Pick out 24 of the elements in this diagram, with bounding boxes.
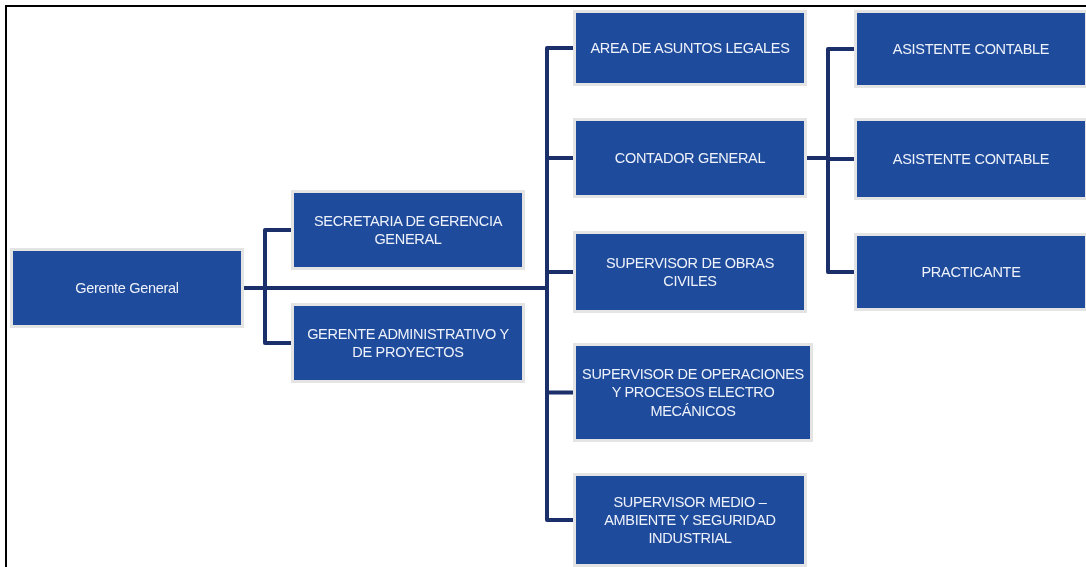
position-title: SUPERVISOR DE OBRAS CIVILES: [604, 253, 776, 291]
connector-line: [807, 156, 854, 274]
position-title: AREA DE ASUNTOS LEGALES: [590, 38, 790, 58]
position-title: Gerente General: [75, 278, 179, 298]
position-box: [854, 118, 1086, 200]
position-box: [573, 10, 807, 86]
position-box: [573, 343, 813, 442]
position-box: [573, 118, 807, 198]
position-title: CONTADOR GENERAL: [614, 148, 766, 168]
position-title: GERENTE ADMINISTRATIVO Y DE PROYECTOS: [306, 324, 510, 362]
position-title: SECRETARIA DE GERENCIA GENERAL: [312, 211, 504, 249]
position-box: [291, 303, 525, 383]
position-title: SUPERVISOR MEDIO – AMBIENTE Y SEGURIDAD INDUSTRIAL: [603, 492, 777, 548]
position-title: SUPERVISOR DE OPERACIONES Y PROCESOS ELECTRO MECÁNICOS: [581, 365, 805, 420]
position-title: ASISTENTE CONTABLE: [892, 39, 1050, 59]
position-box: [573, 231, 807, 313]
position-box: [854, 233, 1086, 311]
position-box: [291, 190, 525, 270]
position-title: ASISTENTE CONTABLE: [892, 149, 1050, 169]
position-title: PRACTICANTE: [921, 262, 1021, 282]
position-box: [854, 10, 1086, 88]
position-box: [573, 473, 807, 567]
connector-line: [244, 286, 573, 522]
position-box: [10, 248, 244, 328]
